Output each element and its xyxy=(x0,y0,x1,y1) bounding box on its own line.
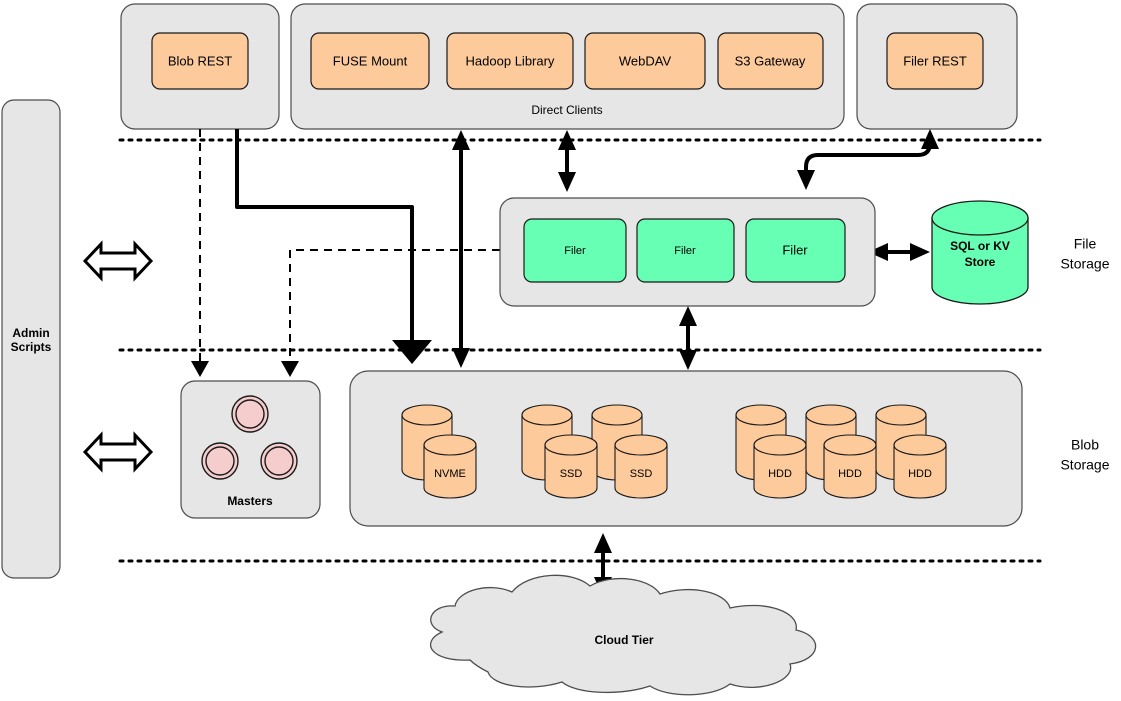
ssd-label-2: SSD xyxy=(630,468,653,480)
file-storage-label-line2: Storage xyxy=(1060,256,1109,272)
fuse-mount-label: FUSE Mount xyxy=(333,53,408,68)
blob-storage-label-line1: Blob xyxy=(1071,437,1099,453)
blob-rest-node[interactable] xyxy=(151,32,249,90)
hdd-volume-group[interactable]: HDD HDD HDD xyxy=(735,404,947,499)
direct-clients-group-label: Direct Clients xyxy=(531,103,602,117)
connector-blob-rest-to-volumes xyxy=(235,129,432,364)
admin-to-file-arrow-icon xyxy=(82,240,154,282)
file-storage-side-label: File Storage xyxy=(1060,236,1109,272)
connector-filer-rest-arrowhead-up xyxy=(921,129,939,149)
hadoop-library-node[interactable] xyxy=(446,32,574,90)
ssd-cylinder-front-1-top xyxy=(544,434,598,456)
ssd-volume-group[interactable]: SSD SSD xyxy=(521,404,668,499)
filer-node-1[interactable] xyxy=(523,218,627,283)
cloud-tier-label: Cloud Tier xyxy=(594,633,653,647)
blob-rest-label: Blob REST xyxy=(168,53,232,68)
blob-storage-label-line2: Storage xyxy=(1060,457,1109,473)
connector-filers-to-volumes xyxy=(679,306,697,370)
nvme-volume-group[interactable]: NVME xyxy=(401,404,477,499)
hdd-label-3: HDD xyxy=(908,468,932,480)
filer-node-3-label: Filer xyxy=(782,242,808,257)
ssd-cylinder-front-2-top xyxy=(614,434,668,456)
masters-label: Masters xyxy=(227,494,273,508)
fuse-mount-node[interactable] xyxy=(310,32,430,90)
hdd-cylinder-back-3-top xyxy=(875,404,927,426)
filer-rest-group[interactable]: Filer REST xyxy=(856,3,1018,130)
hdd-cylinder-front-1-top xyxy=(753,434,807,456)
ssd-cylinder-front-2-body[interactable] xyxy=(614,444,668,499)
hdd-cylinder-front-3-top xyxy=(893,434,947,456)
filer-node-3[interactable] xyxy=(745,218,846,283)
filer-node-2[interactable] xyxy=(636,218,735,283)
cloud-tier-group[interactable]: Cloud Tier xyxy=(430,574,817,696)
nvme-cylinder-back-top xyxy=(401,404,453,426)
admin-scripts-label-line1: Admin xyxy=(12,326,49,340)
admin-scripts-box[interactable] xyxy=(1,99,61,579)
cloud-tier-shape[interactable] xyxy=(430,574,817,696)
s3-gateway-label: S3 Gateway xyxy=(735,53,806,68)
webdav-node[interactable] xyxy=(584,32,706,90)
s3-gateway-node[interactable] xyxy=(717,32,824,90)
metastore-cylinder[interactable]: SQL or KV Store xyxy=(931,200,1029,305)
master-node-1-inner xyxy=(235,399,265,429)
file-storage-label-line1: File xyxy=(1074,236,1097,252)
filer-group[interactable]: Filer Filer Filer xyxy=(499,197,876,307)
hdd-cylinder-front-1-body[interactable] xyxy=(753,444,807,499)
ssd-cylinder-back-1-top xyxy=(521,404,573,426)
hdd-cylinder-front-2-body[interactable] xyxy=(823,444,877,499)
filer-node-1-label: Filer xyxy=(564,245,586,257)
master-node-3-inner xyxy=(264,446,294,476)
master-node-2-inner xyxy=(205,446,235,476)
hdd-cylinder-back-1-top xyxy=(735,404,787,426)
masters-container xyxy=(180,380,321,519)
hdd-label-2: HDD xyxy=(838,468,862,480)
hdd-cylinder-back-2-top xyxy=(805,404,857,426)
connector-filer-to-masters xyxy=(281,249,500,377)
connector-clients-to-filers xyxy=(558,130,576,192)
ssd-label-1: SSD xyxy=(560,468,583,480)
nvme-label: NVME xyxy=(434,468,466,480)
metastore-label-line1: SQL or KV xyxy=(950,239,1010,253)
filer-rest-node[interactable] xyxy=(886,32,984,90)
hadoop-library-label: Hadoop Library xyxy=(466,53,555,68)
hdd-cylinder-front-3-body[interactable] xyxy=(893,444,947,499)
blob-storage-side-label: Blob Storage xyxy=(1060,437,1109,473)
connector-filers-to-metastore xyxy=(868,243,930,261)
masters-group[interactable]: Masters xyxy=(180,380,321,519)
volume-servers-group[interactable]: NVME SSD SSD xyxy=(349,370,1023,527)
connector-filer-rest-arrowhead-down xyxy=(797,170,815,190)
hdd-label-1: HDD xyxy=(768,468,792,480)
metastore-label-line2: Store xyxy=(965,255,996,269)
filer-rest-label: Filer REST xyxy=(903,53,967,68)
admin-to-blob-arrow-icon xyxy=(82,431,154,473)
direct-clients-group[interactable]: FUSE Mount Hadoop Library WebDAV S3 Gate… xyxy=(290,3,845,130)
nvme-cylinder-front-top xyxy=(423,434,477,456)
filer-node-2-label: Filer xyxy=(674,245,696,257)
blob-rest-group[interactable]: Blob REST xyxy=(120,3,280,130)
hdd-cylinder-front-2-top xyxy=(823,434,877,456)
admin-scripts-panel[interactable]: Admin Scripts xyxy=(1,99,61,579)
nvme-cylinder-front-body[interactable] xyxy=(423,444,477,499)
ssd-cylinder-back-2-top xyxy=(591,404,643,426)
webdav-label: WebDAV xyxy=(619,53,672,68)
ssd-cylinder-front-1-body[interactable] xyxy=(544,444,598,499)
admin-scripts-label-line2: Scripts xyxy=(11,340,52,354)
connector-clients-to-volumes xyxy=(452,130,470,368)
